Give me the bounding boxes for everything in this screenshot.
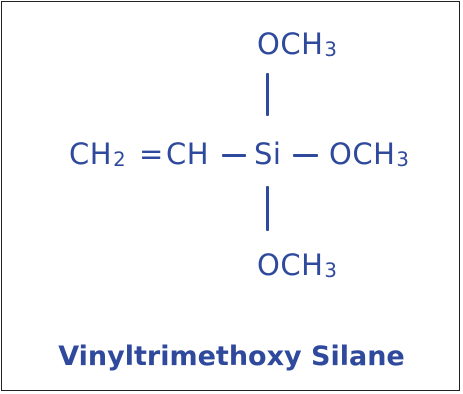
silicon-atom: Si [254,137,282,171]
right-methoxy-subscript: 3 [396,147,410,171]
bond-si-top [266,73,269,116]
vinyl-carbon: CH [166,137,210,171]
top-methoxy-text: OCH [257,27,324,61]
top-methoxy-subscript: 3 [324,37,338,61]
right-methoxy-text: OCH [329,137,396,171]
bottom-methoxy-subscript: 3 [324,258,338,282]
methylene-group: CH2 [69,137,127,171]
right-methoxy-group: OCH3 [329,137,410,171]
bond-ch-si [222,154,246,157]
compound-name-caption: Vinyltrimethoxy Silane [58,341,405,372]
bottom-methoxy-text: OCH [257,248,324,282]
top-methoxy-group: OCH3 [257,27,338,61]
methylene-text: CH [69,137,113,171]
bond-si-right [293,154,318,157]
double-bond: = [139,137,164,171]
methylene-subscript: 2 [113,147,127,171]
bond-si-bottom [266,186,269,231]
bottom-methoxy-group: OCH3 [257,248,338,282]
